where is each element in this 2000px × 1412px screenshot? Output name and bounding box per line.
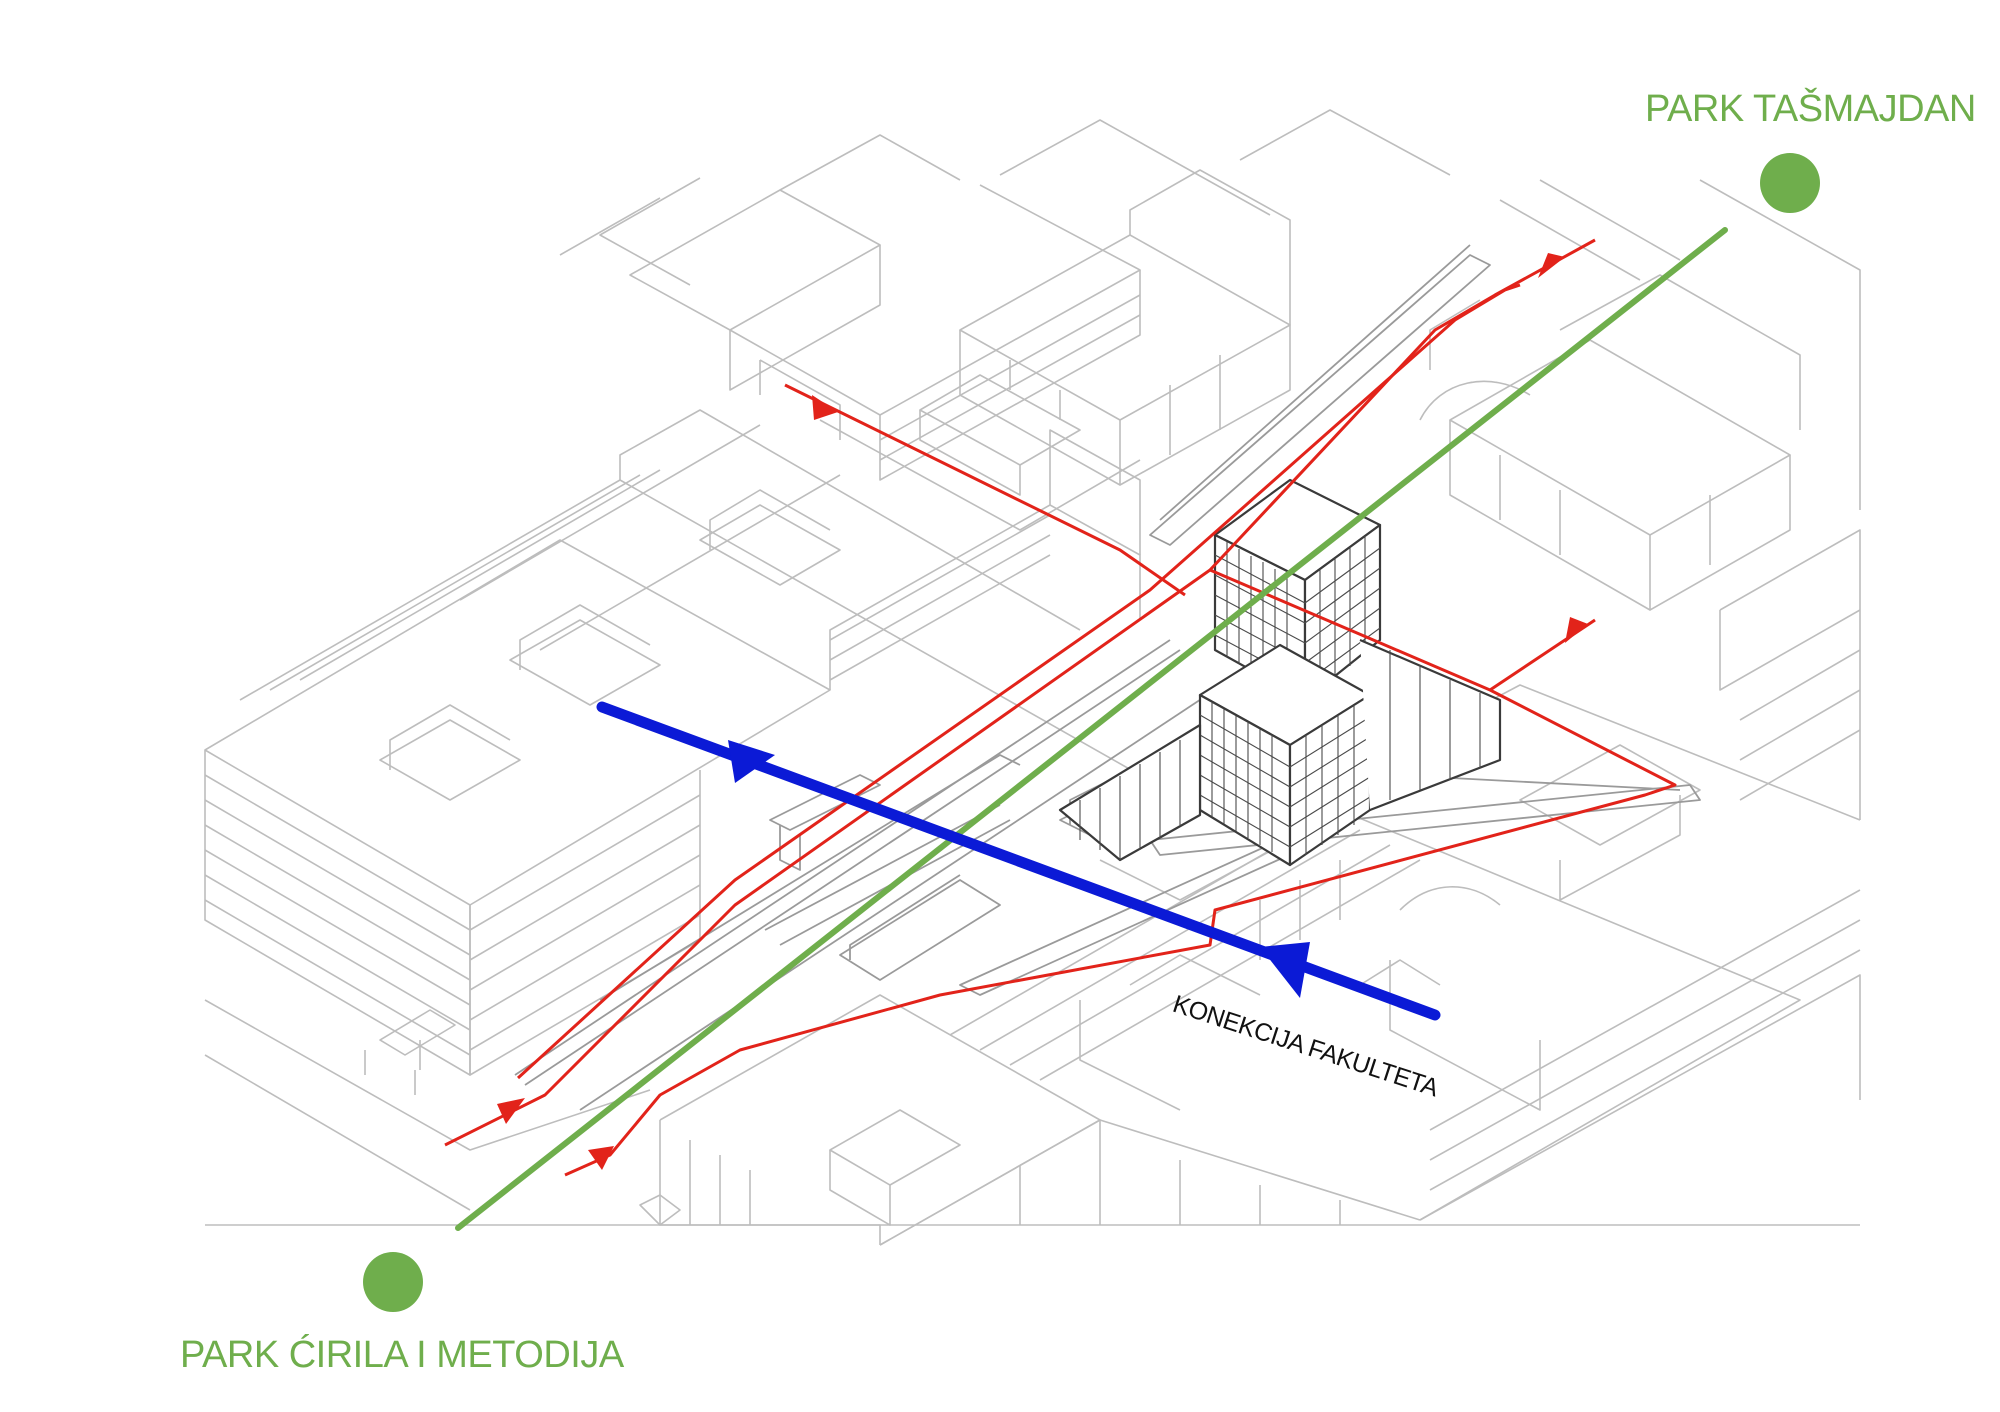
context-block-top-middle (959, 109, 1451, 486)
park-tasmajdan-label: PARK TAŠMAJDAN (1645, 88, 1976, 130)
ped-arrow-southwest-2 (588, 1146, 614, 1170)
faculty-block-left (204, 409, 1141, 1076)
pedestrian-paths (444, 238, 1677, 1177)
ped-arrow-northeast (1538, 253, 1565, 278)
faculty-connection-arrow-west (1260, 942, 1310, 998)
park-tasmajdan-marker (1760, 153, 1820, 213)
ped-path-west-entry (784, 383, 1186, 597)
tower-rear (1213, 478, 1382, 702)
ped-arrow-west (812, 395, 838, 420)
atrium-block (1058, 638, 1502, 862)
faculty-connection-arrow-east (728, 740, 775, 783)
park-cirila-label: PARK ĆIRILA I METODIJA (180, 1334, 624, 1376)
ped-path-main-south (516, 283, 1521, 1080)
context-block-top-right (1429, 179, 1861, 820)
street-lines (204, 380, 1860, 1226)
site-ramps (514, 244, 1701, 1111)
ped-arrow-southwest-1 (497, 1098, 525, 1124)
context-buildings (204, 109, 1861, 1246)
ped-arrow-east (1565, 617, 1588, 643)
context-block-bottom-left (639, 994, 1421, 1246)
context-block-top-left (559, 134, 1141, 531)
park-cirila-marker (363, 1252, 423, 1312)
ped-path-triangle (564, 568, 1677, 1177)
faculty-connection (596, 701, 1441, 1021)
faculty-towers (1058, 478, 1502, 867)
park-axis-line (455, 227, 1728, 1231)
tower-front (1198, 643, 1372, 867)
park-axis (363, 153, 1820, 1312)
